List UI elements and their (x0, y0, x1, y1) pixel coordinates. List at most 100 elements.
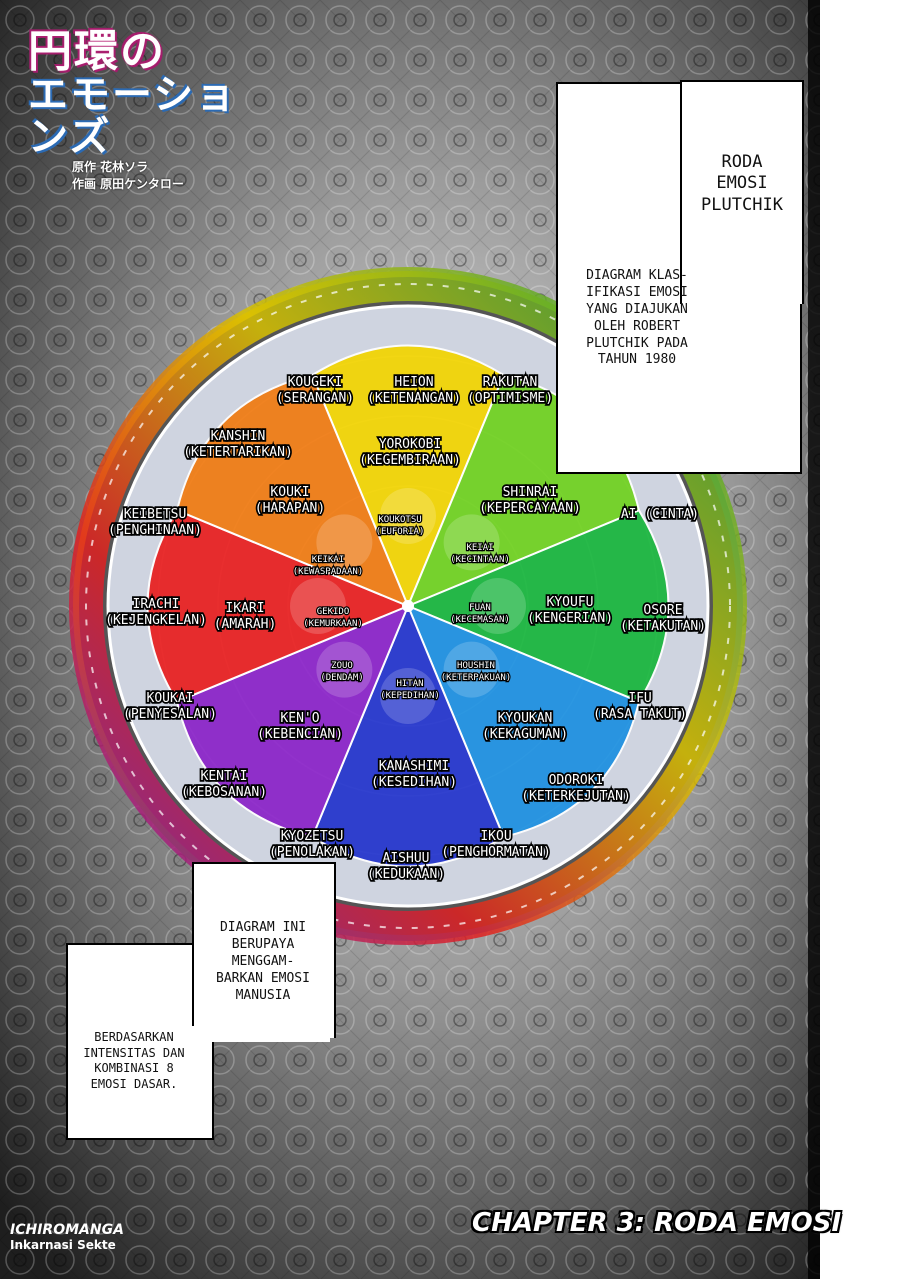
label-kyoufu-name: KYOUFU (547, 595, 594, 610)
emotion-petal-6 (146, 509, 411, 703)
label-yorokobi-translation: (KEGEMBIRAAN) (359, 453, 461, 468)
emotion-petal-7 (175, 373, 410, 608)
caption-top-body-6: TAHUN 1980 (597, 352, 677, 368)
label-kyozetsu-name: KYOZETSU (281, 829, 344, 844)
label-keibetsu-name: KEIBETSU (124, 507, 187, 522)
logo-title-line2: エモーションズ (28, 71, 238, 160)
label-kougeki-translation: (SERANGAN) (276, 391, 354, 406)
label-keibetsu-translation: (PENGHINAAN) (108, 523, 202, 538)
label-kanshin-name: KANSHIN (211, 429, 266, 444)
caption-bottom-upper-3: MENGGAM- (231, 953, 295, 969)
label-kanashimi-name: KANASHIMI (379, 759, 449, 774)
credit-subtitle: Inkarnasi Sekte (10, 1238, 116, 1252)
label-keiai-translation: (KECINTAAN) (450, 555, 510, 565)
label-ikari-translation: (AMARAH) (214, 617, 277, 632)
caption-bottom-upper-5: MANUSIA (235, 987, 291, 1003)
label-keno-name: KEN'O (280, 711, 319, 726)
scanlation-credit: ICHIROMANGA Inkarnasi Sekte (10, 1222, 124, 1252)
label-aishuu-name: AISHUU (383, 851, 430, 866)
title-logo: 円環の エモーションズ 原作 花林ソラ 作画 原田ケンタロー (28, 30, 258, 192)
petal-highlight-3 (443, 641, 500, 698)
label-kouki-name: KOUKI (270, 485, 309, 500)
label-rakutan-name: RAKUTAN (483, 375, 538, 390)
label-odoroki-translation: (KETERKEJUTAN) (521, 789, 631, 804)
label-hitan-translation: (KEPEDIHAN) (380, 691, 440, 701)
credit-name: ICHIROMANGA (10, 1222, 124, 1238)
caption-top-body-2: IFIKASI EMOSI (586, 284, 688, 300)
emotion-labels: KOUGEKI(SERANGAN)HEION(KETENANGAN)RAKUTA… (103, 373, 707, 884)
label-ikou-name: IKOU (480, 829, 511, 844)
petal-highlight-7 (316, 514, 373, 571)
logo-author: 原作 花林ソラ (72, 160, 149, 174)
label-shinrai-translation: (KEPERCAYAAN) (479, 501, 581, 516)
label-keikai-name: KEIKAI (312, 555, 345, 565)
label-ikari-name: IKARI (225, 601, 264, 616)
label-kentai-translation: (KEBOSANAN) (181, 785, 267, 800)
caption-bottom-upper-text: DIAGRAM INI BERUPAYA MENGGAM- BARKAN EMO… (196, 920, 330, 1004)
caption-top-body-1: DIAGRAM KLAS- (586, 268, 688, 283)
label-ai-name: AI (CINTA) (621, 507, 699, 522)
label-rakutan-translation: (OPTIMISME) (467, 391, 553, 406)
emotion-petal-5 (175, 604, 410, 839)
logo-artist: 作画 原田ケンタロー (72, 177, 184, 191)
caption-bottom-upper-1: DIAGRAM INI (219, 920, 307, 935)
caption-bottom-upper-2: BERUPAYA (231, 936, 295, 952)
caption-bottom-upper-4: BARKAN EMOSI (216, 970, 310, 986)
label-koukotsu-translation: (EUFORIA) (376, 527, 425, 537)
caption-box-bottom-lower (66, 1034, 214, 1140)
label-fuan-translation: (KECEMASAN) (450, 615, 510, 625)
label-houshin-translation: (KETERPAKUAN) (441, 673, 511, 683)
label-kyoukan-name: KYOUKAN (498, 711, 553, 726)
caption-top-title-1: RODA (721, 152, 763, 172)
label-ifu-name: IFU (628, 691, 651, 706)
emotion-petal-2 (405, 509, 670, 703)
emotion-petal-0 (311, 344, 505, 609)
label-aishuu-translation: (KEDUKAAN) (367, 867, 445, 882)
emotion-petal-3 (406, 604, 641, 839)
label-heion-translation: (KETENANGAN) (367, 391, 461, 406)
label-odoroki-name: ODOROKI (549, 773, 604, 788)
label-yorokobi-name: YOROKOBI (379, 437, 442, 452)
caption-bottom-lower-3: KOMBINASI 8 (94, 1061, 174, 1076)
petal-highlight-2 (470, 578, 526, 634)
label-kyozetsu-translation: (PENOLAKAN) (269, 845, 355, 860)
label-kentai-name: KENTAI (201, 769, 248, 784)
caption-top-body: DIAGRAM KLAS- IFIKASI EMOSI YANG DIAJUKA… (562, 268, 712, 369)
label-irachi-name: IRACHI (133, 597, 180, 612)
label-kyoufu-translation: (KENGERIAN) (527, 611, 613, 626)
caption-bottom-fill (68, 1026, 330, 1042)
label-houshin-name: HOUSHIN (457, 661, 495, 671)
petal-highlight-4 (380, 668, 436, 724)
label-kanshin-translation: (KETERTARIKAN) (183, 445, 293, 460)
label-shinrai-name: SHINRAI (503, 485, 558, 500)
label-zouo-translation: (DENDAM) (320, 673, 363, 683)
label-keikai-translation: (KEWASPADAAN) (293, 567, 363, 577)
label-osore-name: OSORE (643, 603, 682, 618)
emotion-petal-4 (311, 603, 505, 868)
caption-bottom-lower-1: BERDASARKAN (94, 1030, 174, 1044)
label-ifu-translation: (RASA TAKUT) (593, 707, 687, 722)
caption-bottom-lower-text: BERDASARKAN INTENSITAS DAN KOMBINASI 8 E… (66, 1030, 202, 1092)
petal-highlight-6 (290, 578, 346, 634)
caption-bottom-lower-2: INTENSITAS DAN (83, 1045, 185, 1060)
label-kougeki-name: KOUGEKI (288, 375, 343, 390)
label-kanashimi-translation: (KESEDIHAN) (371, 775, 457, 790)
caption-box-top-title: RODA EMOSI PLUTCHIK (680, 80, 804, 304)
label-keno-translation: (KEBENCIAN) (257, 727, 343, 742)
label-keiai-name: KEIAI (466, 543, 493, 553)
label-fuan-name: FUAN (469, 603, 491, 613)
caption-top-body-5: PLUTCHIK PADA (586, 335, 688, 351)
caption-bottom-lower-4: EMOSI DASAR. (90, 1076, 178, 1091)
label-osore-translation: (KETAKUTAN) (620, 619, 706, 634)
caption-box-bottom-upper (192, 862, 336, 1038)
label-koukai-translation: (PENYESALAN) (123, 707, 217, 722)
label-gekido-name: GEKIDO (317, 607, 350, 617)
caption-bottom-fill2 (194, 938, 330, 950)
label-hitan-name: HITAN (396, 679, 423, 689)
petal-highlight-5 (316, 641, 373, 698)
petal-highlight-1 (443, 514, 500, 571)
label-koukotsu-name: KOUKOTSU (378, 515, 421, 525)
label-irachi-translation: (KEJENGKELAN) (105, 613, 207, 628)
wheel-hub (402, 600, 414, 612)
